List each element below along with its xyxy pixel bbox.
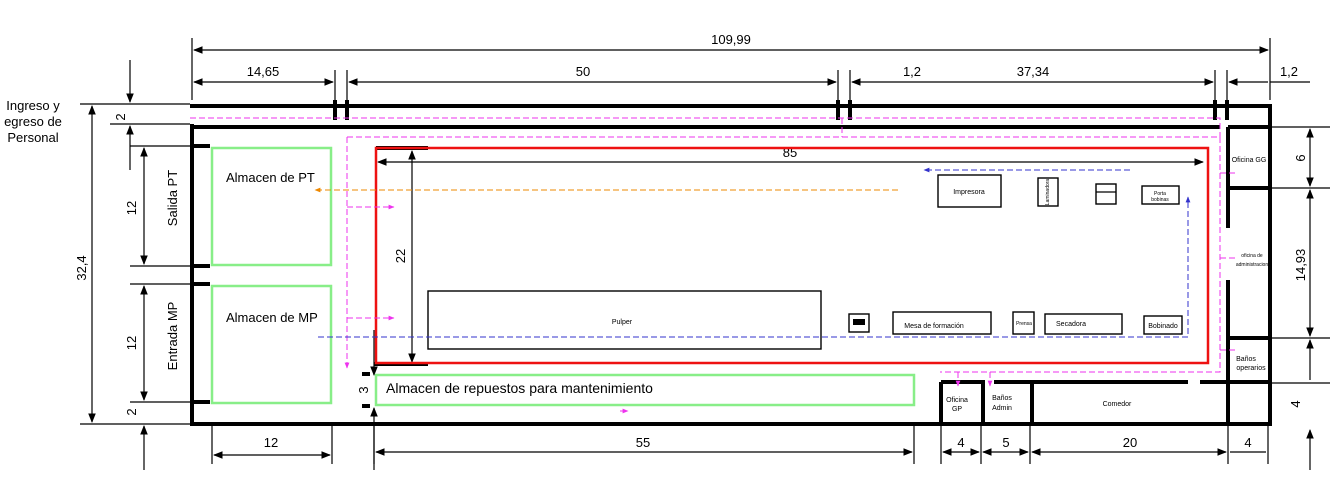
porta-label-1: Porta	[1154, 191, 1166, 197]
dim-bottom-oficina: 4	[957, 435, 964, 450]
almacen-mp-area	[210, 284, 333, 405]
dim-top-right: 37,34	[1017, 64, 1050, 79]
walls	[190, 100, 1272, 426]
banos-operarios-label-2: operarios	[1236, 365, 1266, 372]
label-ingreso-3: Personal	[7, 130, 58, 145]
dim-bottom-left: 12	[264, 435, 278, 450]
dim-total-width: 109,99	[711, 32, 751, 47]
dim-left-small-bottom: 2	[124, 408, 139, 415]
dim-bottom-mid: 55	[636, 435, 650, 450]
label-entrada-mp: Entrada MP	[165, 302, 180, 371]
prensa-label: Prensa	[1016, 321, 1032, 327]
prensa-box	[1012, 311, 1035, 335]
dim-salida-height: 12	[124, 201, 139, 215]
dim-inner-height: 22	[393, 249, 408, 263]
dim-right-bottom: 4	[1288, 400, 1303, 407]
impresora-box	[937, 174, 1002, 208]
oficina-admin-label-1: oficina de	[1241, 253, 1263, 259]
bobinado-box	[1143, 315, 1183, 335]
dim-bottom-right: 4	[1244, 435, 1251, 450]
dim-bottom-banos: 5	[1002, 435, 1009, 450]
label-ingreso-1: Ingreso y	[6, 98, 60, 113]
secadora-label: Secadora	[1056, 321, 1086, 328]
porta-bobinas-box-small	[1095, 183, 1117, 205]
production-area	[374, 146, 1210, 365]
pulper-box	[427, 290, 822, 350]
equipment: Impresora Laminadora Porta bobinas Pulpe…	[427, 174, 1183, 350]
dim-bottom-comedor: 20	[1123, 435, 1137, 450]
almacen-pt-label: Almacen de PT	[226, 170, 315, 185]
bobinado-label: Bobinado	[1148, 323, 1178, 330]
dim-right-top: 6	[1293, 154, 1308, 161]
porta-label-2: bobinas	[1151, 197, 1169, 203]
dim-left-height: 32,4	[74, 255, 89, 280]
dim-top-left: 14,65	[247, 64, 280, 79]
laminadora-box	[1037, 177, 1059, 207]
secadora-box	[1044, 313, 1123, 335]
mesa-label: Mesa de formación	[904, 323, 964, 330]
oficina-gg-label: Oficina GG	[1232, 157, 1267, 164]
label-ingreso-2: egreso de	[4, 114, 62, 129]
oficina-gp-label-1: Oficina	[946, 397, 968, 404]
dim-left-small-top: 2	[113, 113, 128, 120]
pulper-label: Pulper	[612, 319, 633, 326]
mesa-box	[892, 311, 992, 335]
almacen-pt-area	[210, 146, 333, 267]
oficina-gp-label-2: GP	[952, 406, 962, 413]
comedor-label: Comedor	[1103, 401, 1132, 408]
dim-right-edge: 1,2	[1280, 64, 1298, 79]
dim-top-gap: 1,2	[903, 64, 921, 79]
banos-admin-label-2: Admin	[992, 405, 1012, 412]
laminadora-label: Laminadora	[1045, 179, 1051, 206]
almacen-mp-label: Almacen de MP	[226, 310, 318, 325]
almacen-repuestos-area	[374, 373, 916, 407]
dim-repuestos-height: 3	[356, 386, 371, 393]
banos-operarios-label-1: Baños	[1236, 356, 1256, 363]
label-salida-pt: Salida PT	[165, 170, 180, 226]
oficina-admin-label-2: administracion	[1236, 262, 1268, 268]
dim-top-mid: 50	[576, 64, 590, 79]
dim-right-mid: 14,93	[1293, 249, 1308, 282]
almacen-repuestos-label: Almacen de repuestos para mantenimiento	[386, 380, 653, 396]
material-flow	[318, 167, 1191, 338]
porta-bobinas-box	[1141, 185, 1180, 205]
bomba-detail	[853, 319, 865, 325]
personnel-flow	[190, 117, 1238, 414]
dimension-lines	[80, 38, 1330, 470]
impresora-label: Impresora	[953, 189, 985, 196]
banos-admin-label-1: Baños	[992, 395, 1012, 402]
dim-entrada-height: 12	[124, 336, 139, 350]
